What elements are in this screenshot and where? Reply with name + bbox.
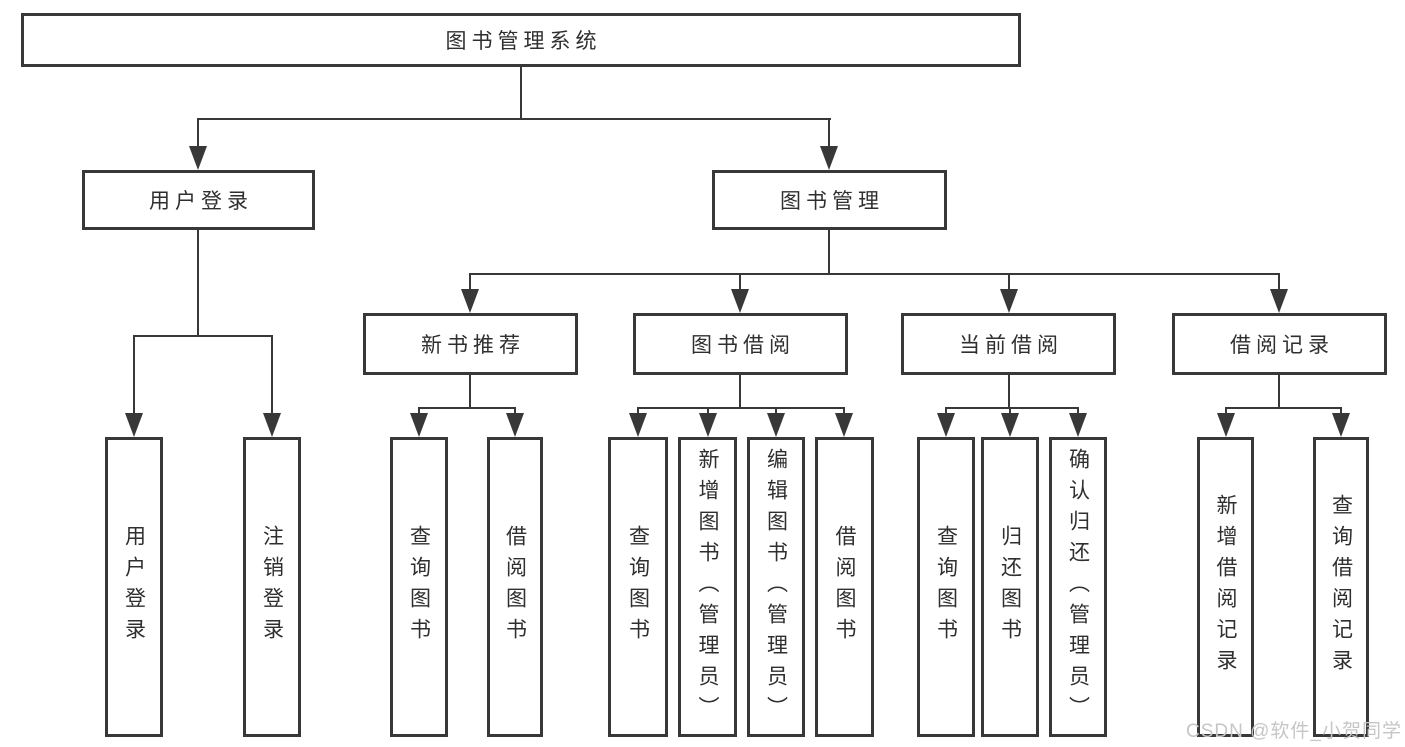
connector-user-login-branch bbox=[133, 335, 273, 337]
node-new-book-recommend: 新书推荐 bbox=[363, 313, 578, 375]
connector-current-trunk bbox=[1008, 375, 1010, 407]
leaf-current-confirm-return-admin-label: 确认归还（管理员） bbox=[1066, 447, 1090, 727]
connector-stem-current-borrow bbox=[1008, 273, 1010, 291]
connector-recommend-branch bbox=[418, 407, 516, 409]
leaf-recommend-query-books: 查询图书 bbox=[390, 437, 448, 737]
arrowhead-records-query bbox=[1332, 413, 1350, 437]
leaf-borrow-query-books: 查询图书 bbox=[608, 437, 668, 737]
watermark-text: CSDN @软件_小贺同学 bbox=[1186, 721, 1402, 742]
leaf-recommend-borrow-books: 借阅图书 bbox=[487, 437, 543, 737]
arrowhead-borrow-borrow bbox=[835, 413, 853, 437]
connector-stem-new-book-recommend bbox=[469, 273, 471, 291]
node-book-management: 图书管理 bbox=[712, 170, 947, 230]
arrowhead-borrow-records bbox=[1270, 289, 1288, 313]
node-user-login-label: 用户登录 bbox=[149, 190, 253, 213]
connector-root-branch bbox=[197, 118, 831, 120]
node-book-borrow: 图书借阅 bbox=[633, 313, 848, 375]
connector-stem-current-confirm bbox=[1077, 407, 1079, 415]
arrowhead-current-borrow bbox=[1000, 289, 1018, 313]
arrowhead-recommend-borrow bbox=[506, 413, 524, 437]
leaf-borrow-borrow-books-label: 借阅图书 bbox=[833, 525, 856, 649]
node-borrow-records: 借阅记录 bbox=[1172, 313, 1387, 375]
arrowhead-borrow-edit bbox=[767, 413, 785, 437]
leaf-records-add-record: 新增借阅记录 bbox=[1197, 437, 1254, 737]
node-new-book-recommend-label: 新书推荐 bbox=[421, 334, 525, 357]
node-book-management-label: 图书管理 bbox=[780, 190, 884, 213]
connector-stem-user-login bbox=[197, 118, 199, 148]
leaf-user-login-label: 用户登录 bbox=[122, 525, 146, 649]
arrowhead-current-return bbox=[1001, 413, 1019, 437]
arrowhead-new-book-recommend bbox=[461, 289, 479, 313]
connector-stem-current-query bbox=[945, 407, 947, 415]
leaf-logout: 注销登录 bbox=[243, 437, 301, 737]
arrowhead-records-add bbox=[1217, 413, 1235, 437]
arrowhead-current-confirm bbox=[1069, 413, 1087, 437]
leaf-recommend-query-books-label: 查询图书 bbox=[407, 525, 431, 649]
arrowhead-book-management bbox=[820, 146, 838, 170]
connector-stem-book-borrow bbox=[739, 273, 741, 291]
node-current-borrow: 当前借阅 bbox=[901, 313, 1116, 375]
node-book-borrow-label: 图书借阅 bbox=[691, 334, 795, 357]
connector-book-borrow-branch bbox=[637, 407, 845, 409]
leaf-borrow-add-books-admin-label: 新增图书（管理员） bbox=[696, 447, 719, 727]
connector-stem-borrow-query bbox=[637, 407, 639, 415]
leaf-recommend-borrow-books-label: 借阅图书 bbox=[503, 525, 527, 649]
leaf-records-query-record-label: 查询借阅记录 bbox=[1329, 494, 1353, 680]
connector-stem-current-return bbox=[1009, 407, 1011, 415]
leaf-borrow-query-books-label: 查询图书 bbox=[626, 525, 650, 649]
connector-records-branch bbox=[1225, 407, 1341, 409]
node-root: 图书管理系统 bbox=[21, 13, 1021, 67]
connector-recommend-trunk bbox=[469, 375, 471, 407]
connector-book-management-branch bbox=[469, 273, 1280, 275]
connector-stem-leaf-user-login bbox=[133, 335, 135, 415]
arrowhead-recommend-query bbox=[410, 413, 428, 437]
node-borrow-records-label: 借阅记录 bbox=[1230, 334, 1334, 357]
connector-stem-book-management bbox=[828, 118, 830, 148]
connector-stem-borrow-borrow bbox=[843, 407, 845, 415]
node-root-label: 图书管理系统 bbox=[445, 30, 602, 53]
connector-current-branch bbox=[945, 407, 1079, 409]
leaf-records-add-record-label: 新增借阅记录 bbox=[1214, 494, 1237, 680]
leaf-current-return-books: 归还图书 bbox=[981, 437, 1039, 737]
connector-stem-recommend-borrow bbox=[514, 407, 516, 415]
connector-stem-borrow-edit bbox=[775, 407, 777, 415]
leaf-records-query-record: 查询借阅记录 bbox=[1313, 437, 1369, 737]
leaf-borrow-borrow-books: 借阅图书 bbox=[815, 437, 874, 737]
arrowhead-current-query bbox=[937, 413, 955, 437]
arrowhead-leaf-logout bbox=[263, 413, 281, 437]
leaf-current-return-books-label: 归还图书 bbox=[998, 525, 1022, 649]
leaf-current-confirm-return-admin: 确认归还（管理员） bbox=[1049, 437, 1107, 737]
connector-records-trunk bbox=[1278, 375, 1280, 407]
connector-stem-records-query bbox=[1340, 407, 1342, 415]
node-user-login: 用户登录 bbox=[82, 170, 315, 230]
leaf-current-query-books: 查询图书 bbox=[917, 437, 975, 737]
arrowhead-user-login bbox=[189, 146, 207, 170]
connector-stem-borrow-add bbox=[707, 407, 709, 415]
connector-stem-leaf-logout bbox=[271, 335, 273, 415]
connector-stem-recommend-query bbox=[418, 407, 420, 415]
connector-stem-records-add bbox=[1225, 407, 1227, 415]
connector-book-management-trunk bbox=[828, 230, 830, 273]
leaf-borrow-add-books-admin: 新增图书（管理员） bbox=[678, 437, 737, 737]
node-current-borrow-label: 当前借阅 bbox=[959, 334, 1063, 357]
connector-root-trunk bbox=[520, 67, 522, 118]
connector-book-borrow-trunk bbox=[739, 375, 741, 407]
arrowhead-book-borrow bbox=[731, 289, 749, 313]
leaf-borrow-edit-books-admin: 编辑图书（管理员） bbox=[747, 437, 805, 737]
leaf-logout-label: 注销登录 bbox=[260, 525, 284, 649]
connector-stem-borrow-records bbox=[1278, 273, 1280, 291]
arrowhead-borrow-query bbox=[629, 413, 647, 437]
arrowhead-leaf-user-login bbox=[125, 413, 143, 437]
leaf-borrow-edit-books-admin-label: 编辑图书（管理员） bbox=[764, 447, 788, 727]
arrowhead-borrow-add bbox=[699, 413, 717, 437]
connector-user-login-trunk bbox=[197, 230, 199, 335]
leaf-current-query-books-label: 查询图书 bbox=[934, 525, 958, 649]
leaf-user-login: 用户登录 bbox=[105, 437, 163, 737]
